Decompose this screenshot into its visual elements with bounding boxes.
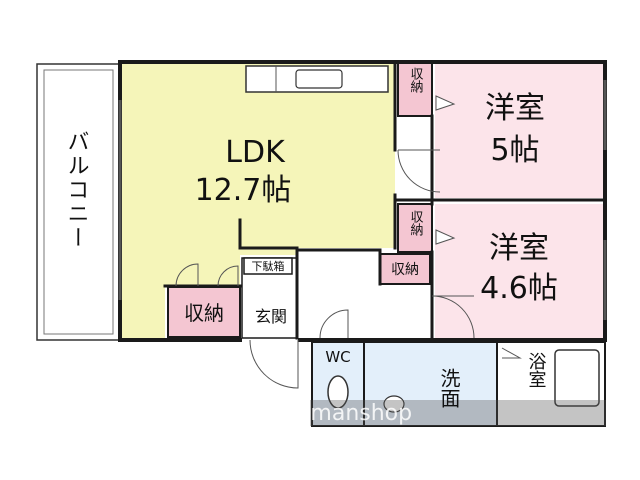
washroom-label: 洗面 — [437, 368, 461, 408]
inner-walls — [163, 60, 607, 340]
ldk-closet-label: 収納 — [184, 301, 224, 325]
hall-door-arc — [319, 309, 349, 339]
ldk-closet — [167, 286, 241, 338]
ldk-room — [120, 62, 395, 338]
door-arc-a — [397, 149, 441, 193]
balcony-label: バルコニー — [64, 130, 89, 250]
ldk-name: LDK — [225, 135, 286, 170]
shoe-box — [243, 257, 293, 275]
bathroom-label: 浴室 — [526, 352, 547, 388]
closet-b-arrow — [435, 229, 456, 245]
watermark-text: Apamanshop — [268, 401, 412, 426]
wash-basin — [383, 395, 405, 413]
closet-a — [397, 61, 433, 117]
toilet-bowl — [327, 375, 349, 409]
entrance-label: 玄関 — [255, 307, 287, 326]
western-a-name: 洋室 — [485, 91, 545, 126]
western-b-size: 4.6帖 — [480, 271, 558, 306]
western-room-a — [435, 62, 605, 198]
toilet-label: WC — [325, 348, 350, 366]
shoe-box-label: 下駄箱 — [252, 259, 285, 273]
balcony-area — [36, 63, 120, 341]
ldk-size: 12.7帖 — [195, 173, 292, 208]
balcony-inner — [43, 69, 114, 335]
western-b-name: 洋室 — [489, 231, 549, 266]
closet-doors — [175, 263, 239, 287]
closet-b-label: 収納 — [408, 210, 424, 237]
closet-a-arrow — [435, 95, 456, 111]
bathroom — [496, 341, 606, 427]
watermark-band — [310, 400, 606, 426]
western-a-size: 5帖 — [490, 133, 539, 168]
closet-c-label: 収納 — [391, 262, 419, 278]
kitchen-sink — [295, 69, 343, 89]
closet-a-label: 収納 — [408, 67, 424, 94]
door-arc-b — [431, 295, 475, 339]
closet-b — [397, 203, 433, 253]
bathtub — [554, 349, 600, 407]
bath-door-mark — [501, 347, 522, 359]
western-room-b — [435, 204, 605, 340]
entrance-door-arc — [249, 339, 299, 389]
